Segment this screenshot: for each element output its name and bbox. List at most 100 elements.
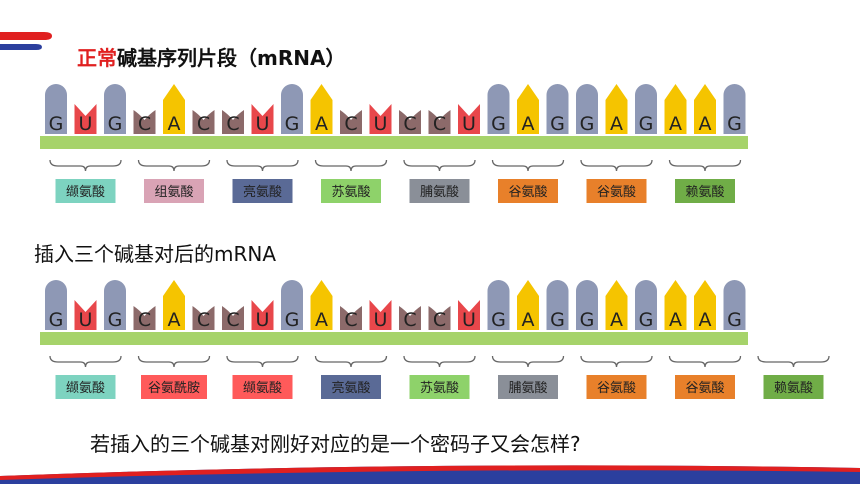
normal-base-cytosine-6 bbox=[222, 110, 244, 134]
normal-codon-brace-5 bbox=[491, 159, 565, 172]
normal-base-adenine-4 bbox=[163, 84, 185, 134]
normal-amino-acid-box-1 bbox=[144, 179, 204, 203]
normal-title-accent: 正常 bbox=[77, 46, 117, 70]
normal-base-cytosine-12 bbox=[399, 110, 421, 134]
inserted-base-adenine-22 bbox=[694, 280, 716, 330]
normal-base-letter-11: U bbox=[374, 113, 388, 135]
inserted-base-guanine-0 bbox=[45, 280, 67, 330]
normal-codon-brace-4 bbox=[403, 159, 476, 172]
inserted-base-cytosine-13 bbox=[428, 306, 451, 330]
inserted-base-letter-19: A bbox=[610, 309, 623, 331]
inserted-base-adenine-16 bbox=[517, 280, 539, 330]
inserted-codon-brace-2 bbox=[226, 355, 299, 368]
normal-base-letter-9: A bbox=[315, 113, 328, 135]
inserted-base-adenine-21 bbox=[664, 280, 687, 330]
normal-base-letter-12: C bbox=[403, 113, 416, 135]
inserted-amino-acid-label-1: 谷氨酰胺 bbox=[148, 381, 200, 396]
normal-base-letter-3: C bbox=[138, 113, 151, 135]
normal-base-uracil-11 bbox=[369, 104, 392, 134]
normal-sequence-title: 正常碱基序列片段（mRNA） bbox=[77, 42, 345, 71]
inserted-codon-brace-4 bbox=[403, 355, 476, 368]
inserted-amino-acid-label-8: 赖氨酸 bbox=[774, 381, 813, 396]
normal-base-letter-4: A bbox=[168, 113, 181, 135]
inserted-base-letter-21: A bbox=[669, 309, 682, 331]
inserted-codon-brace-3 bbox=[314, 355, 388, 368]
inserted-amino-acid-label-2: 缬氨酸 bbox=[243, 381, 282, 396]
normal-base-adenine-21 bbox=[664, 84, 687, 134]
inserted-base-cytosine-5 bbox=[192, 306, 215, 330]
inserted-base-letter-12: C bbox=[403, 309, 416, 331]
normal-base-letter-22: A bbox=[699, 113, 712, 135]
inserted-amino-acid-box-0 bbox=[55, 375, 116, 399]
normal-base-letter-6: C bbox=[226, 113, 239, 135]
question-text: 若插入的三个碱基对刚好对应的是一个密码子又会怎样? bbox=[90, 432, 581, 456]
inserted-base-letter-2: G bbox=[108, 309, 123, 331]
normal-base-cytosine-13 bbox=[428, 110, 451, 134]
inserted-codon-brace-0 bbox=[49, 355, 122, 368]
normal-base-letter-18: G bbox=[580, 113, 595, 135]
normal-amino-acid-label-4: 脯氨酸 bbox=[420, 185, 459, 200]
inserted-base-letter-14: U bbox=[462, 309, 476, 331]
inserted-base-cytosine-6 bbox=[222, 306, 244, 330]
inserted-base-letter-9: A bbox=[315, 309, 328, 331]
normal-base-uracil-1 bbox=[74, 104, 97, 134]
inserted-base-adenine-4 bbox=[163, 280, 185, 330]
normal-base-letter-20: G bbox=[639, 113, 654, 135]
normal-rail bbox=[40, 136, 748, 149]
inserted-base-letter-18: G bbox=[580, 309, 595, 331]
inserted-amino-acid-box-3 bbox=[321, 375, 381, 399]
normal-base-uracil-7 bbox=[251, 104, 274, 134]
inserted-amino-acid-box-8 bbox=[763, 375, 824, 399]
inserted-codon-brace-5 bbox=[491, 355, 565, 368]
normal-base-uracil-14 bbox=[458, 104, 480, 134]
normal-codon-brace-6 bbox=[580, 159, 653, 172]
inserted-base-letter-10: C bbox=[344, 309, 357, 331]
normal-base-adenine-9 bbox=[310, 84, 333, 134]
inserted-base-uracil-1 bbox=[74, 300, 97, 330]
normal-codon-brace-0 bbox=[49, 159, 122, 172]
inserted-base-guanine-17 bbox=[546, 280, 569, 330]
inserted-base-letter-7: U bbox=[256, 309, 270, 331]
inserted-base-uracil-14 bbox=[458, 300, 480, 330]
normal-base-letter-7: U bbox=[256, 113, 270, 135]
inserted-codon-brace-8 bbox=[757, 355, 830, 368]
inserted-amino-acid-label-7: 谷氨酸 bbox=[685, 381, 724, 396]
normal-base-guanine-2 bbox=[104, 84, 126, 134]
inserted-base-guanine-20 bbox=[635, 280, 657, 330]
inserted-amino-acid-box-7 bbox=[675, 375, 735, 399]
inserted-base-letter-0: G bbox=[49, 309, 64, 331]
inserted-base-adenine-9 bbox=[310, 280, 333, 330]
inserted-amino-acid-label-4: 苏氨酸 bbox=[420, 380, 459, 396]
normal-amino-acid-box-6 bbox=[586, 179, 647, 203]
inserted-base-letter-11: U bbox=[374, 309, 388, 331]
inserted-codon-brace-6 bbox=[580, 355, 653, 368]
inserted-base-letter-6: C bbox=[226, 309, 239, 331]
inserted-base-guanine-2 bbox=[104, 280, 126, 330]
inserted-codon-brace-7 bbox=[668, 355, 742, 368]
inserted-amino-acid-box-4 bbox=[409, 375, 470, 399]
normal-amino-acid-label-5: 谷氨酸 bbox=[508, 185, 547, 200]
inserted-base-letter-17: G bbox=[550, 309, 565, 331]
normal-base-adenine-22 bbox=[694, 84, 716, 134]
normal-amino-acid-label-2: 亮氨酸 bbox=[243, 184, 282, 200]
normal-amino-acid-box-4 bbox=[409, 179, 470, 203]
normal-codon-brace-7 bbox=[668, 159, 742, 172]
normal-base-letter-13: C bbox=[433, 113, 446, 135]
inserted-amino-acid-label-6: 谷氨酸 bbox=[597, 381, 636, 396]
inserted-base-letter-8: G bbox=[285, 309, 300, 331]
inserted-base-letter-3: C bbox=[138, 309, 151, 331]
normal-base-cytosine-3 bbox=[133, 110, 156, 134]
normal-amino-acid-box-3 bbox=[321, 179, 381, 203]
inserted-codon-brace-1 bbox=[137, 355, 211, 368]
inserted-base-guanine-23 bbox=[723, 280, 746, 330]
normal-base-letter-23: G bbox=[727, 113, 742, 135]
inserted-amino-acid-label-3: 亮氨酸 bbox=[331, 380, 370, 396]
inserted-base-cytosine-10 bbox=[340, 306, 362, 330]
normal-base-cytosine-10 bbox=[340, 110, 362, 134]
normal-base-cytosine-5 bbox=[192, 110, 215, 134]
inserted-base-letter-13: C bbox=[433, 309, 446, 331]
normal-amino-acid-label-3: 苏氨酸 bbox=[331, 184, 370, 200]
normal-base-letter-1: U bbox=[79, 113, 93, 135]
